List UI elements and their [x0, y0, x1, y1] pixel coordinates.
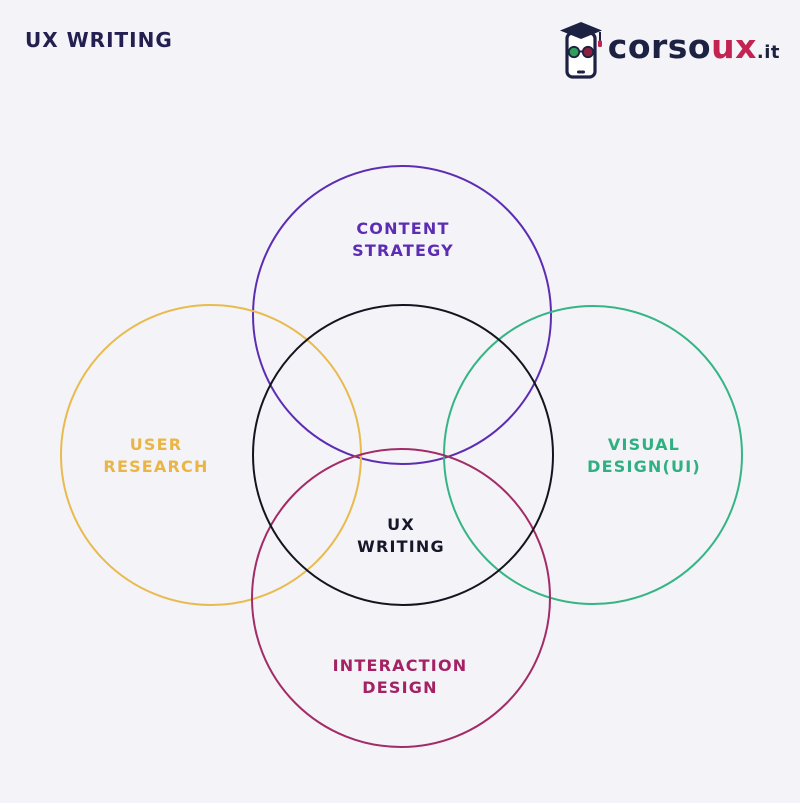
visual-design-label-line1: VISUAL — [608, 435, 680, 454]
user-research-label-line1: USER — [130, 435, 183, 454]
ux-writing-circle — [252, 304, 554, 606]
content-strategy-label-line2: STRATEGY — [352, 241, 454, 260]
page-title: UX WRITING — [25, 28, 173, 52]
glasses-left-lens-shape — [567, 45, 580, 59]
interaction-design-circle — [251, 448, 551, 748]
user-research-circle — [60, 304, 362, 606]
interaction-design-label-line2: DESIGN — [362, 678, 437, 697]
logo-brand-text: corso — [607, 27, 712, 66]
ux-writing-label-line2: WRITING — [357, 537, 445, 556]
tassel-tip-shape — [597, 40, 602, 47]
glasses-right-lens-shape — [581, 45, 594, 59]
content-strategy-circle — [252, 165, 552, 465]
logo-tld-text: .it — [756, 42, 780, 63]
visual-design-circle — [443, 305, 743, 605]
logo-brand-accent-text: ux — [711, 27, 757, 66]
graduation-cap-shape — [559, 22, 602, 39]
interaction-design-label-line1: INTERACTION — [333, 656, 468, 675]
phone-home-button-shape — [576, 70, 585, 74]
content-strategy-label-line1: CONTENT — [356, 219, 449, 238]
visual-design-label-line2: DESIGN(UI) — [587, 457, 701, 476]
ux-writing-label-line1: UX — [387, 515, 415, 534]
corsoux-logo-icon — [559, 22, 602, 79]
user-research-label-line2: RESEARCH — [103, 457, 208, 476]
